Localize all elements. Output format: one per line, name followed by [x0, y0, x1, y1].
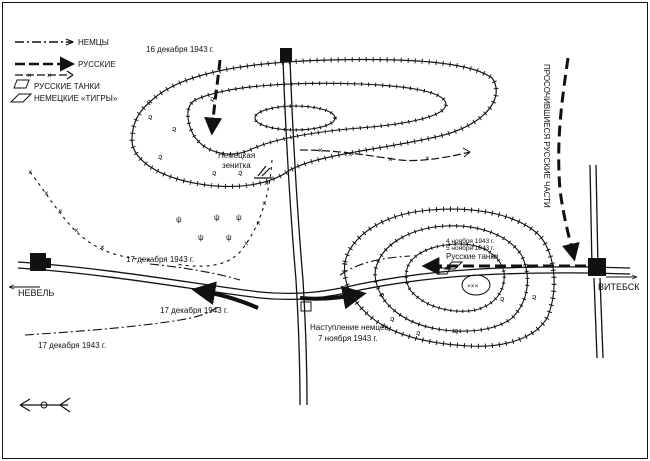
flak-gun-icon — [254, 165, 272, 179]
russian-breakthrough — [557, 57, 580, 262]
svg-text:×: × — [264, 179, 269, 188]
svg-text:૨: ૨ — [500, 295, 505, 304]
legend-russians-label: РУССКИЕ — [78, 60, 116, 69]
svg-text:૨: ૨ — [416, 329, 421, 338]
legend: НЕМЦЫ РУССКИЕ × × РУССКИЕ ТАНКИ НЕМЕЦКИЕ… — [9, 38, 118, 103]
svg-text:૨: ૨ — [238, 169, 243, 178]
svg-text:×: × — [58, 207, 63, 216]
svg-text:×: × — [318, 146, 323, 155]
svg-text:×: × — [100, 243, 105, 252]
vitebsk-label: ВИТЕБСК — [598, 282, 640, 292]
russian-advance-dec17 — [191, 281, 259, 310]
svg-text:×: × — [28, 168, 33, 177]
hill-south-middle — [374, 225, 528, 332]
forest-marks: ψ ψ ψ ψ ψ — [176, 213, 242, 242]
front-line-flak: × × × × — [174, 159, 273, 267]
front-line-north: × × × × — [299, 146, 471, 164]
legend-germans-label: НЕМЦЫ — [78, 38, 109, 47]
svg-text:૨: ૨ — [148, 113, 153, 122]
russian-advance-dec16 — [204, 59, 223, 136]
svg-text:ψ: ψ — [176, 215, 182, 224]
svg-text:૨: ૨ — [210, 95, 215, 104]
svg-text:૨: ૨ — [158, 153, 163, 162]
german-tiger-icon-map — [443, 261, 464, 270]
german-advance-nov7 — [299, 285, 367, 312]
svg-text:×: × — [44, 189, 49, 198]
svg-text:×: × — [244, 239, 249, 248]
svg-text:ψ: ψ — [198, 233, 204, 242]
svg-text:૨: ૨ — [212, 169, 217, 178]
label-nov5: 5 ноября 1943 г. — [446, 244, 495, 252]
svg-text:×: × — [27, 71, 32, 80]
svg-text:૨: ૨ — [390, 315, 395, 324]
svg-text:ψ: ψ — [236, 213, 242, 222]
svg-text:૨: ૨ — [380, 291, 385, 300]
hill-north-outer — [131, 58, 497, 188]
legend-german-tigers-label: НЕМЕЦКИЕ «ТИГРЫ» — [34, 94, 118, 103]
label-dec16: 16 декабря 1943 г. — [146, 45, 214, 54]
russian-tank-icon — [13, 79, 30, 89]
north-south-road — [280, 48, 308, 406]
label-nov4: 4 ноября 1943 г. — [446, 237, 495, 245]
main-road — [17, 261, 631, 301]
svg-text:×: × — [256, 219, 261, 228]
north-hill: ૨ ૨ ૨ ૨ ૨ ૨ — [129, 57, 499, 189]
legend-russian-tanks-label: РУССКИЕ ТАНКИ — [34, 82, 100, 91]
svg-text:×: × — [262, 199, 267, 208]
svg-text:×: × — [388, 155, 393, 164]
hill-south-summit — [461, 274, 491, 296]
label-german-advance-2: 7 ноября 1943 г. — [318, 334, 378, 343]
label-dec17-road: 17 декабря 1943 г. — [126, 255, 194, 264]
nevel-label: НЕВЕЛЬ — [18, 288, 54, 298]
label-flak-1: Немецкая — [218, 151, 255, 160]
svg-text:ψ: ψ — [214, 213, 220, 222]
vitebsk-road — [589, 164, 604, 359]
german-line-south — [24, 255, 411, 336]
svg-text:ψ: ψ — [226, 233, 232, 242]
svg-text:×: × — [47, 71, 52, 80]
label-breakthrough: ПРОСОЧИВШИЕСЯ РУССКИЕ ЧАСТИ — [542, 64, 551, 208]
city-nevel: НЕВЕЛЬ — [10, 253, 54, 298]
svg-text:૨: ૨ — [172, 125, 177, 134]
front-line-west: × × × × × — [28, 168, 151, 261]
german-tiger-icon — [9, 93, 33, 103]
svg-text:×××: ××× — [467, 283, 479, 290]
label-dec17-bottom: 17 декабря 1943 г. — [38, 341, 106, 350]
svg-text:૨: ૨ — [532, 293, 537, 302]
label-flak-2: зенитка — [222, 161, 251, 170]
svg-text:×: × — [348, 150, 353, 159]
tank-symbols — [436, 261, 464, 275]
svg-text:×: × — [425, 154, 430, 163]
label-german-advance-1: Наступление немцев — [310, 323, 389, 332]
label-dec17-arrow: 17 декабря 1943 г. — [160, 306, 228, 315]
label-russian-tanks: Русские танки — [446, 252, 498, 261]
svg-text:×: × — [74, 226, 79, 235]
compass-icon — [19, 397, 71, 413]
german-unit-marker — [300, 301, 312, 312]
nevel-marker — [30, 253, 46, 271]
north-settlement — [280, 48, 292, 62]
city-vitebsk: ВИТЕБСК — [588, 258, 640, 292]
vitebsk-marker — [588, 258, 606, 276]
south-hill: ××× ૨ ૨ ૨ ૨ ૨ ૨ — [341, 206, 557, 349]
svg-text:૨: ૨ — [454, 327, 459, 336]
